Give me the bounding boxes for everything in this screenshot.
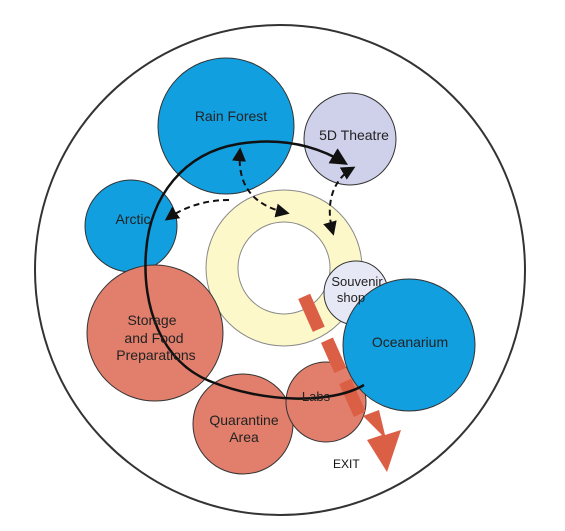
label-rain-forest: Rain Forest [195,108,267,124]
label-arctic: Arctic [116,211,151,227]
label-souvenir-line1: Souvenir [331,274,383,289]
exit-arrow [363,410,401,472]
label-souvenir-line2: shop [337,290,365,305]
zone-oceanarium [342,278,476,412]
main-circulation-path [144,140,365,400]
label-storage-line1: Storage [127,312,176,328]
dashed-connectors [164,147,356,236]
label-labs: Labs [302,389,331,404]
label-storage-line3: Preparations [116,347,195,363]
label-quarantine-line2: Area [229,429,259,445]
label-storage-line2: and Food [124,330,183,346]
label-5d-theatre: 5D Theatre [319,127,389,143]
label-quarantine-line1: Quarantine [209,412,278,428]
zone-storage [86,264,224,402]
exit-path [298,293,401,472]
label-oceanarium: Oceanarium [372,334,448,350]
exit-label: EXIT [333,457,360,471]
central-ring-hole [237,221,331,315]
